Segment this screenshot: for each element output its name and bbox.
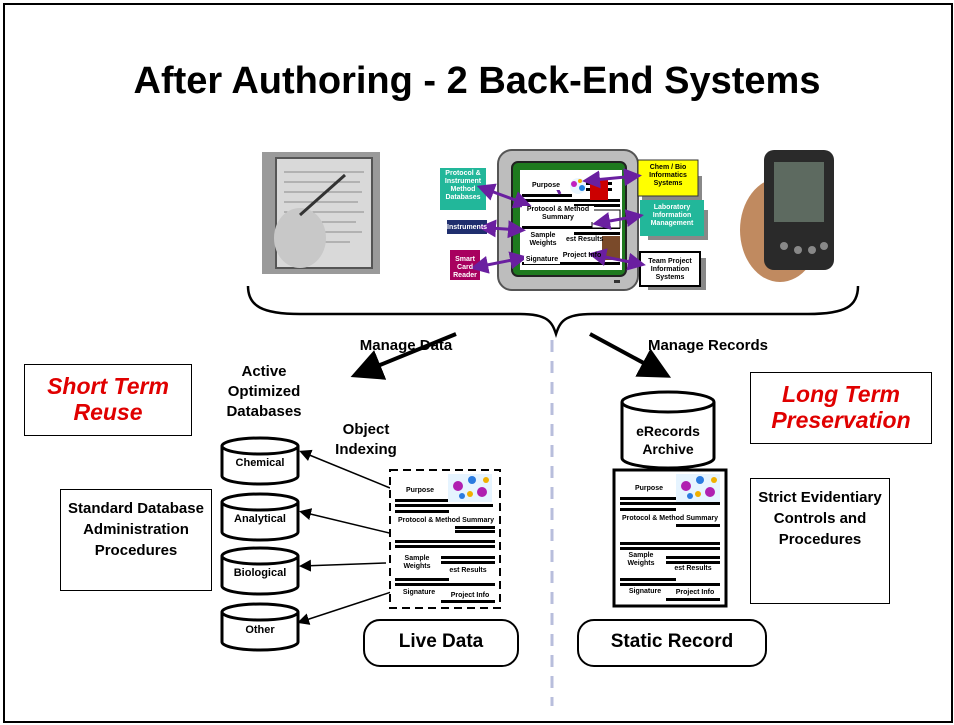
chem-bio-label: Chem / Bio Informatics Systems bbox=[649, 164, 687, 187]
procedures-label: Standard Database Administration Procedu… bbox=[68, 500, 204, 559]
live-data-document bbox=[389, 469, 501, 609]
top-doc-protocol: Protocol & Method Summary bbox=[522, 206, 594, 222]
archive-cylinder bbox=[620, 390, 716, 470]
curly-brace bbox=[246, 285, 860, 338]
live-doc-signature: Signature bbox=[402, 589, 436, 596]
db-heading: Active Optimized Databases bbox=[226, 363, 302, 420]
pda-photo bbox=[740, 150, 834, 282]
controls-label: Strict Evidentiary Controls and Procedur… bbox=[758, 489, 882, 548]
top-doc-signature: Signature bbox=[524, 256, 560, 264]
static-record-box bbox=[577, 619, 767, 667]
db-chemical: Chemical bbox=[235, 457, 285, 469]
record-doc-results: est Results bbox=[674, 565, 712, 572]
tablet-photo bbox=[262, 152, 380, 274]
instruments-label: Instruments bbox=[447, 224, 488, 231]
live-doc-project: Project Info bbox=[450, 592, 490, 599]
protocol-db-label: Protocol & Instrument Method Databases bbox=[444, 170, 482, 201]
top-doc-sample: Sample Weights bbox=[526, 232, 560, 248]
static-record-document bbox=[612, 468, 728, 608]
procedures-box: Standard Database Administration Procedu… bbox=[60, 489, 212, 591]
live-data-label: Live Data bbox=[398, 631, 484, 652]
live-data-box bbox=[363, 619, 519, 667]
record-doc-protocol: Protocol & Method Summary bbox=[621, 515, 719, 522]
live-doc-protocol: Protocol & Method Summary bbox=[394, 517, 498, 525]
db-cylinders bbox=[220, 436, 300, 652]
db-biological: Biological bbox=[233, 567, 287, 579]
live-doc-sample: Sample Weights bbox=[394, 555, 440, 571]
long-term-label: Long Term Preservation bbox=[771, 381, 911, 433]
lab-info-box bbox=[640, 200, 704, 236]
manage-data-arrow bbox=[350, 332, 457, 380]
smartcard-label: Smart Card Reader bbox=[453, 256, 477, 279]
team-project-label: Team Project Information Systems bbox=[648, 258, 692, 281]
slide-title: After Authoring - 2 Back-End Systems bbox=[133, 60, 821, 102]
record-doc-project: Project Info bbox=[675, 589, 715, 596]
live-doc-results: est Results bbox=[449, 567, 487, 574]
manage-records-arrow bbox=[589, 332, 672, 378]
top-doc-purpose: Purpose bbox=[526, 182, 566, 190]
chem-bio-box bbox=[637, 159, 699, 197]
record-doc-sample: Sample Weights bbox=[627, 552, 655, 567]
short-term-label: Short Term Reuse bbox=[47, 373, 169, 425]
record-doc-purpose: Purpose bbox=[634, 485, 663, 492]
top-doc-results: est Results bbox=[566, 236, 604, 243]
manage-records-label: Manage Records bbox=[647, 337, 769, 354]
live-doc-purpose: Purpose bbox=[405, 487, 434, 494]
controls-box: Strict Evidentiary Controls and Procedur… bbox=[750, 478, 890, 604]
lab-info-label: Laboratory Information Management bbox=[650, 204, 694, 227]
db-other: Other bbox=[245, 624, 275, 636]
long-term-callout: Long Term Preservation bbox=[750, 372, 932, 444]
record-doc-signature: Signature bbox=[628, 588, 662, 595]
manage-data-label: Manage Data bbox=[359, 337, 453, 354]
team-project-box bbox=[639, 251, 701, 287]
archive-label: eRecords Archive bbox=[636, 423, 700, 457]
object-indexing-label: Object Indexing bbox=[335, 421, 397, 458]
static-record-label: Static Record bbox=[610, 631, 734, 652]
top-doc-project: Project Info bbox=[562, 252, 602, 259]
db-analytical: Analytical bbox=[234, 513, 286, 525]
short-term-callout: Short Term Reuse bbox=[24, 364, 192, 436]
instruments-box bbox=[447, 220, 487, 234]
slide-frame bbox=[3, 3, 953, 723]
